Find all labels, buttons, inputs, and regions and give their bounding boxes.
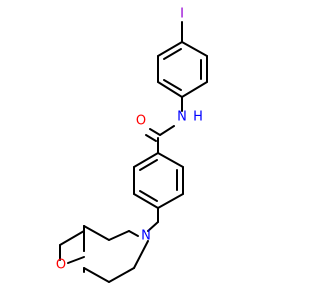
bond-ring2-f-inner xyxy=(139,159,158,171)
amide-n-atom-label: N xyxy=(177,110,187,125)
bond-ring1-d xyxy=(157,81,183,98)
bond-ring1-d-inner xyxy=(163,79,182,91)
bond-carbonyl-o-1 xyxy=(149,128,161,136)
bond-lines xyxy=(59,21,208,283)
bond-n-carbonyl xyxy=(159,125,175,136)
bond-ring1-c xyxy=(181,81,208,98)
bond-morph-b xyxy=(108,230,130,241)
bond-ring2-d-inner xyxy=(139,190,158,202)
bond-morph-g xyxy=(59,230,85,246)
bond-ch2-n xyxy=(147,221,159,232)
bond-morph-i xyxy=(133,240,149,269)
bond-ring2-c xyxy=(157,193,184,209)
bond-morph-c xyxy=(83,225,110,241)
bond-ring2-a xyxy=(157,152,184,168)
bond-ring2-f xyxy=(133,152,159,168)
bond-carbonyl-o-2 xyxy=(145,134,157,142)
morpholine-n-atom-label: N xyxy=(141,229,151,244)
amide-h-atom-label: H xyxy=(193,110,203,125)
atom-labels: I N H O N O xyxy=(56,7,203,273)
morpholine-o-atom-label: O xyxy=(56,258,66,273)
bond-ring1-f xyxy=(157,41,183,57)
molecule-structure-diagram: I N H O N O xyxy=(56,7,208,283)
bond-morph-j xyxy=(108,267,135,283)
bond-ring2-d xyxy=(133,193,159,209)
iodine-atom-label: I xyxy=(180,7,184,22)
bond-morph-k xyxy=(83,267,110,283)
bond-ring1-a xyxy=(181,41,208,57)
bond-morph-e xyxy=(67,256,85,264)
bond-morph-a xyxy=(128,230,139,237)
carbonyl-o-atom-label: O xyxy=(136,114,146,129)
bond-ring1-f-inner xyxy=(163,48,182,60)
